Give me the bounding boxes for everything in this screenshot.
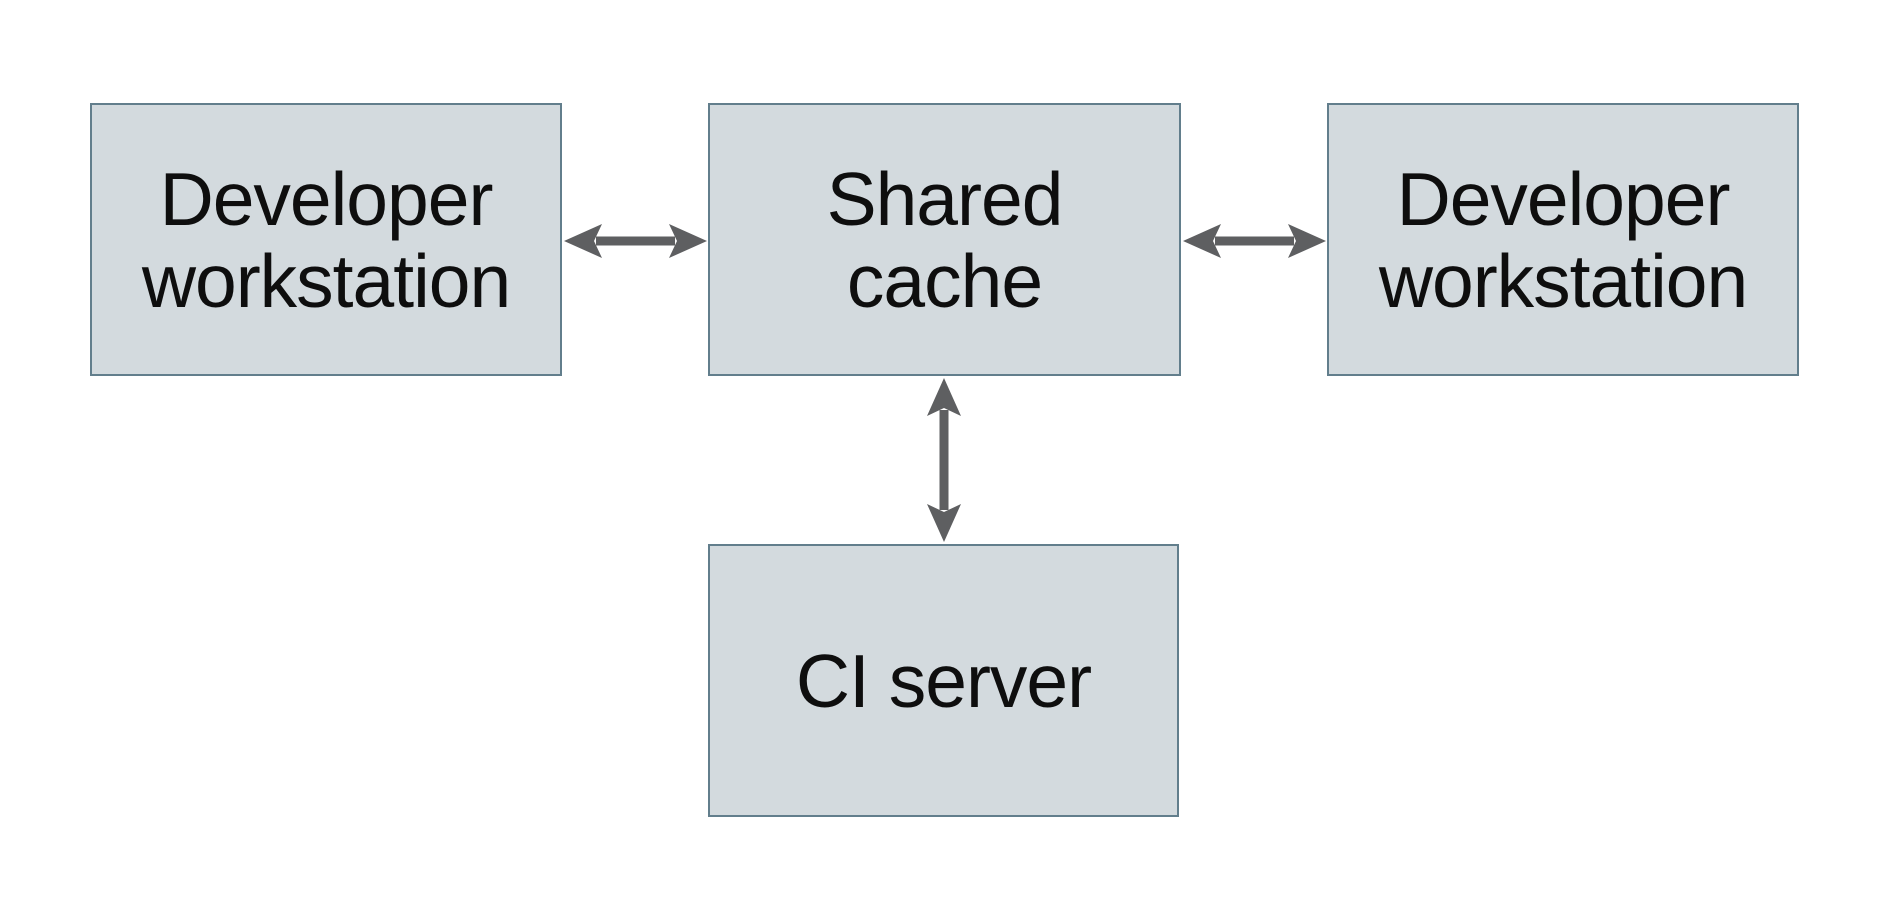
node-label-line: Developer [1396,156,1731,241]
edge-left-workstation-shared-cache-bidirectional-arrow [564,224,707,258]
node-ci-server: CI server [708,544,1179,817]
node-label-line: cache [846,238,1043,323]
node-label-line: workstation [1378,238,1748,323]
arrowhead-right-icon [1288,224,1326,258]
node-label-line: Developer [159,156,494,241]
node-label-line: Shared [826,156,1064,241]
arrowhead-left-icon [564,224,602,258]
arrowhead-right-icon [669,224,707,258]
edge-shared-cache-right-workstation-bidirectional-arrow [1183,224,1326,258]
arrowhead-up-icon [927,378,961,416]
node-shared-cache: Shared cache [708,103,1181,376]
node-developer-workstation-right: Developer workstation [1327,103,1799,376]
node-label-line: CI server [795,638,1092,723]
arrowhead-down-icon [927,504,961,542]
arrowhead-left-icon [1183,224,1221,258]
node-developer-workstation-left: Developer workstation [90,103,562,376]
node-label-line: workstation [141,238,511,323]
edge-shared-cache-ci-server-bidirectional-arrow [927,378,961,542]
